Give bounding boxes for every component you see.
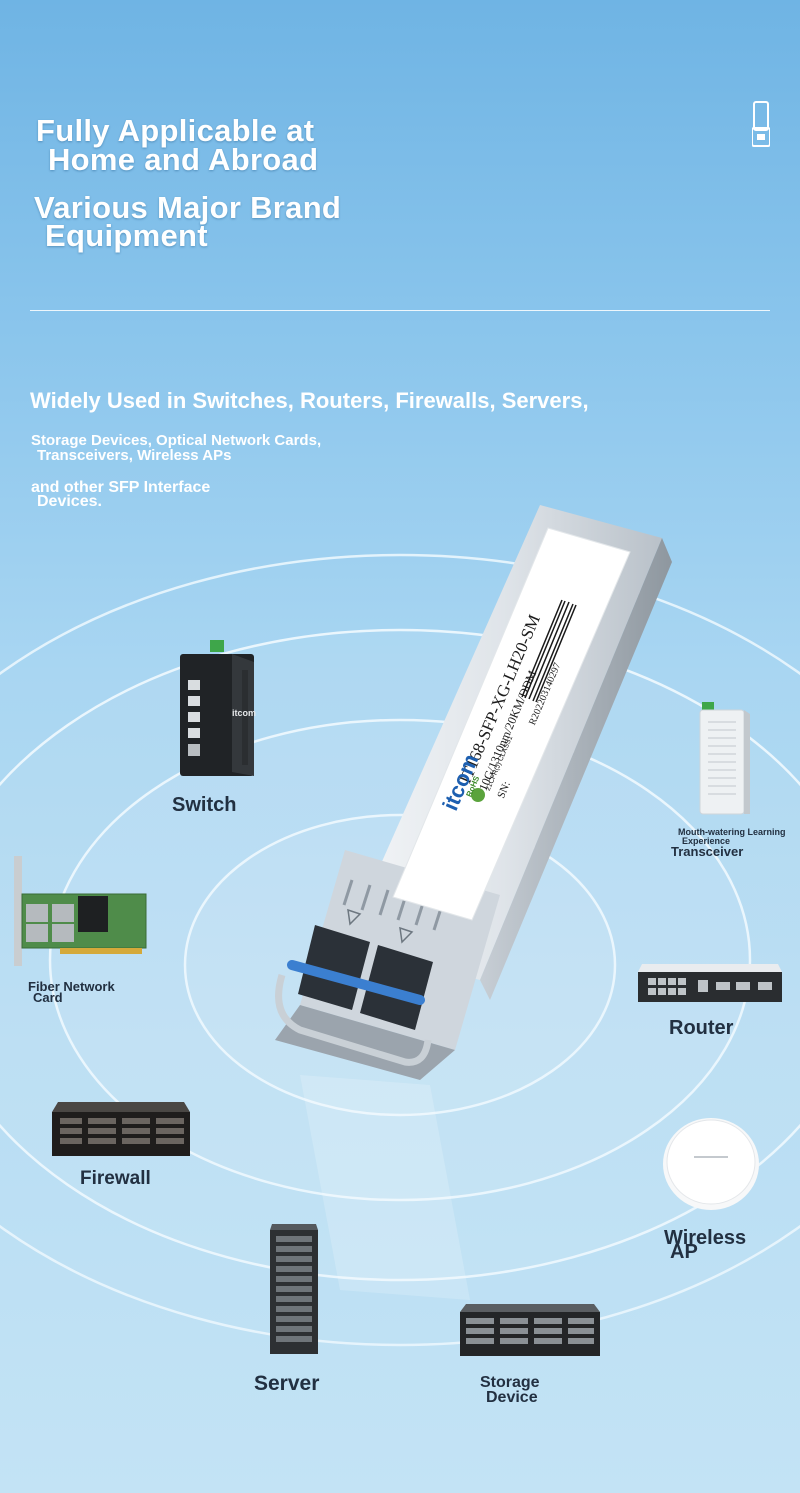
fiber-card-label-line2: Card — [33, 990, 63, 1005]
fiber-card-label-line1: Fiber Network — [28, 979, 115, 994]
description-line2: Storage Devices, Optical Network Cards, — [31, 432, 322, 449]
wireless-ap-label-line2: AP — [670, 1241, 698, 1263]
headline-line1: Fully Applicable at — [36, 113, 315, 148]
transceiver-label: Transceiver — [671, 844, 744, 859]
firewall-label: Firewall — [80, 1168, 151, 1189]
transceiver-image — [699, 702, 750, 815]
transceiver-note-line2: Experience — [682, 836, 731, 846]
section-divider — [30, 310, 770, 311]
server-rack-image — [270, 1224, 318, 1354]
server-label: Server — [254, 1372, 320, 1395]
transceiver-note-line1: Mouth-watering Learning — [678, 827, 786, 837]
headline-line2: Home and Abroad — [48, 142, 319, 177]
fiber-network-card-image — [14, 856, 147, 966]
subheadline-line1: Various Major Brand — [34, 190, 342, 225]
wireless-ap-label-line1: Wireless — [664, 1227, 747, 1249]
router-label: Router — [669, 1017, 734, 1039]
storage-label-line2: Device — [486, 1389, 538, 1406]
description-line5: Devices. — [37, 493, 102, 510]
module-port-text: Port — [453, 874, 475, 886]
wireless-ap-image — [663, 1118, 759, 1210]
switch-brand-logo: itcom — [232, 708, 257, 718]
subheadline-line2: Equipment — [45, 218, 208, 253]
industrial-switch-image — [180, 640, 254, 776]
description-line3: Transceivers, Wireless APs — [37, 447, 232, 464]
storage-device-image — [460, 1304, 600, 1356]
description-line4: and other SFP Interface — [31, 479, 211, 496]
router-image — [638, 964, 782, 1002]
firewall-image — [52, 1102, 190, 1156]
storage-label-line1: Storage — [480, 1374, 540, 1391]
switch-label: Switch — [172, 794, 237, 816]
usb-drive-icon — [752, 101, 770, 147]
description-line1: Widely Used in Switches, Routers, Firewa… — [30, 388, 589, 413]
